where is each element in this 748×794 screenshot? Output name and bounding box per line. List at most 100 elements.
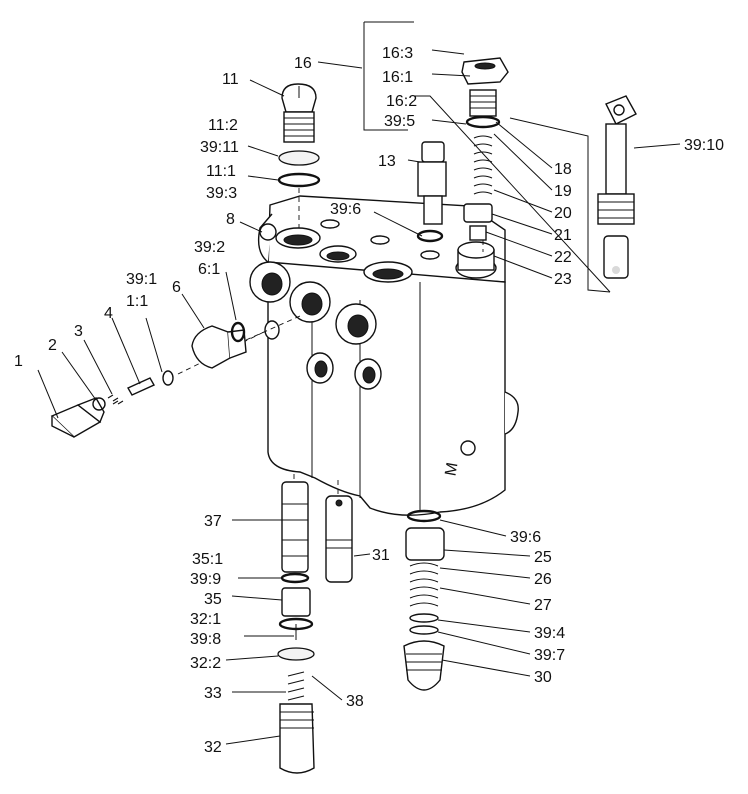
top-port-small bbox=[320, 219, 340, 229]
callout-35-1: 35:1 bbox=[192, 551, 223, 568]
valve-body: M bbox=[249, 195, 519, 516]
callout-1-1: 1:1 bbox=[126, 293, 148, 310]
plug-25 bbox=[405, 527, 445, 561]
piston-31-body bbox=[325, 495, 353, 583]
leader-20 bbox=[493, 189, 553, 213]
leader-30 bbox=[441, 659, 531, 677]
cap-16-assembly bbox=[461, 57, 509, 252]
spring-27 bbox=[409, 562, 439, 607]
callout-13: 13 bbox=[378, 153, 396, 170]
callout-22: 22 bbox=[554, 249, 572, 266]
plug-32 bbox=[279, 703, 315, 774]
leader-39-4 bbox=[437, 619, 531, 633]
callout-31: 31 bbox=[372, 547, 390, 564]
plug-head bbox=[191, 325, 231, 369]
leader-11 bbox=[249, 79, 285, 97]
shaft-rod bbox=[605, 123, 627, 195]
plug-11-o-ring bbox=[277, 172, 321, 188]
leader-22 bbox=[485, 231, 553, 257]
bottom-left-stack bbox=[277, 474, 315, 774]
shaft-clevis-hole bbox=[613, 104, 625, 116]
leader-32 bbox=[225, 735, 281, 745]
shaft-assembly bbox=[597, 95, 637, 279]
leader-2 bbox=[61, 351, 97, 401]
spool-o-ring bbox=[416, 229, 444, 243]
relief-washer bbox=[92, 397, 106, 411]
leader-18 bbox=[495, 121, 553, 169]
leader-1 bbox=[37, 369, 59, 419]
callout-11-2: 11:2 bbox=[208, 117, 238, 134]
spring-20 bbox=[473, 135, 493, 195]
top-port-bore bbox=[283, 234, 313, 246]
callout-11: 11 bbox=[222, 71, 239, 88]
top-port-small bbox=[370, 235, 390, 245]
callout-26: 26 bbox=[534, 571, 552, 588]
callout-6-1: 6:1 bbox=[198, 261, 220, 278]
callout-39-8: 39:8 bbox=[190, 631, 221, 648]
leader-16 bbox=[317, 61, 363, 69]
callout-1: 1 bbox=[14, 353, 23, 370]
leader-21 bbox=[491, 213, 553, 235]
callout-27: 27 bbox=[534, 597, 552, 614]
leader-13 bbox=[407, 159, 421, 163]
plug-11-washer bbox=[278, 150, 320, 166]
ring-39-7 bbox=[409, 625, 439, 635]
shaft-end-pin bbox=[612, 266, 620, 274]
callout-21: 21 bbox=[554, 227, 572, 244]
plug-11-body bbox=[283, 111, 315, 143]
callout-39-3: 39:3 bbox=[206, 185, 237, 202]
side-port-bore bbox=[347, 314, 369, 338]
callout-16-3: 16:3 bbox=[382, 45, 413, 62]
leader-16-1 bbox=[431, 73, 471, 77]
top-port-bore bbox=[372, 268, 404, 280]
callout-39-10: 39:10 bbox=[684, 137, 724, 154]
leader-39-7 bbox=[437, 631, 531, 655]
body-marking: M bbox=[442, 461, 461, 477]
callout-32: 32 bbox=[204, 739, 222, 756]
plug-seat bbox=[264, 320, 280, 340]
bottom-right-stack bbox=[403, 509, 445, 691]
callout-33: 33 bbox=[204, 685, 222, 702]
callout-labels: 1 2 3 4 39:1 1:1 6 39:2 6:1 8 11 11:2 39… bbox=[14, 45, 724, 756]
bracket-16-2 bbox=[414, 95, 611, 293]
bracket-lines bbox=[363, 21, 611, 293]
spool-37-grooves bbox=[282, 503, 308, 557]
relief-o-ring bbox=[162, 370, 174, 386]
leader-4 bbox=[111, 317, 141, 385]
spool-22 bbox=[469, 225, 487, 241]
top-port-bore bbox=[326, 251, 350, 261]
plug-11-thread bbox=[284, 117, 314, 137]
callout-39-2: 39:2 bbox=[194, 239, 225, 256]
o-ring-39-9 bbox=[280, 572, 310, 584]
leader-39-6 bbox=[373, 211, 423, 237]
cap-16-o-ring bbox=[465, 115, 501, 129]
cap-16-hex-nut bbox=[461, 57, 509, 85]
callout-16: 16 bbox=[294, 55, 312, 72]
callout-6: 6 bbox=[172, 279, 181, 296]
shaft-end bbox=[603, 235, 629, 279]
leader-3 bbox=[83, 339, 113, 395]
spring-seat-21 bbox=[463, 203, 493, 223]
callout-30: 30 bbox=[534, 669, 552, 686]
cap-16-nut-bore bbox=[474, 62, 496, 70]
callout-39-7: 39:7 bbox=[534, 647, 565, 664]
leader-39-11 bbox=[247, 145, 279, 157]
leader-26 bbox=[439, 567, 531, 579]
leader-32-2 bbox=[225, 655, 279, 661]
callout-37: 37 bbox=[204, 513, 222, 530]
plug-6 bbox=[191, 315, 301, 369]
callout-16-2: 16:2 bbox=[386, 93, 417, 110]
relief-spring bbox=[107, 394, 124, 405]
callout-16-1: 16:1 bbox=[382, 69, 413, 86]
callout-39-9: 39:9 bbox=[190, 571, 221, 588]
shaft-seal-grooves bbox=[598, 201, 634, 219]
side-port-bore bbox=[261, 272, 283, 296]
leader-39-5 bbox=[431, 119, 467, 125]
spool-13-stem bbox=[423, 195, 443, 225]
callout-25: 25 bbox=[534, 549, 552, 566]
callout-3: 3 bbox=[74, 323, 83, 340]
callout-39-4: 39:4 bbox=[534, 625, 565, 642]
o-ring-39-6-lower bbox=[406, 509, 442, 523]
